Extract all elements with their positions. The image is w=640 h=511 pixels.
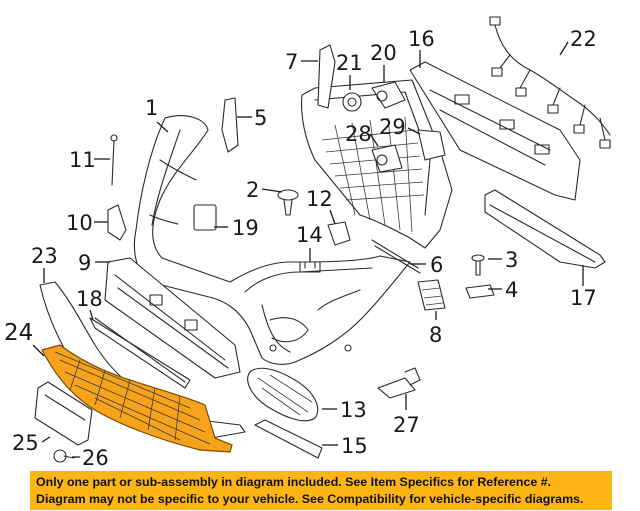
callout-29: 29 (379, 115, 406, 139)
callout-14: 14 (296, 223, 323, 247)
part-4-nut (465, 284, 495, 299)
callout-24: 24 (4, 320, 33, 346)
part-20-sensor (371, 81, 406, 109)
part-13-grille (247, 367, 319, 422)
part-26-screw (53, 449, 75, 463)
highlighted-part-24 (41, 344, 233, 453)
part-2-fastener (277, 189, 299, 216)
callout-7: 7 (285, 50, 298, 74)
part-15-trim (254, 419, 323, 459)
part-28-sensor (371, 144, 403, 173)
part-6-strip (371, 239, 421, 274)
part-10-clip (107, 204, 127, 241)
part-27-sensor (377, 367, 421, 399)
callout-26: 26 (82, 446, 109, 470)
part-14-clips (299, 261, 321, 273)
callout-28: 28 (345, 122, 372, 146)
callout-22: 22 (570, 27, 597, 51)
part-18-strip (89, 317, 191, 389)
callout-25: 25 (12, 431, 39, 455)
callout-19: 19 (232, 216, 259, 240)
part-9-absorber (104, 257, 241, 379)
part-7-bracket (317, 44, 336, 109)
part-21-ring (342, 92, 362, 112)
callout-5: 5 (254, 106, 267, 130)
callout-17: 17 (570, 286, 597, 310)
callout-10: 10 (66, 211, 93, 235)
callout-labels: 1 2 3 4 5 6 7 8 9 10 11 12 13 14 15 16 1… (4, 27, 597, 470)
callout-11: 11 (69, 148, 96, 172)
notice-line-2: Diagram may not be specific to your vehi… (36, 492, 584, 506)
part-3-bolt (471, 254, 485, 276)
callout-12: 12 (306, 187, 333, 211)
compatibility-notice: Only one part or sub-assembly in diagram… (30, 471, 612, 510)
callout-9: 9 (78, 251, 91, 275)
notice-line-1: Only one part or sub-assembly in diagram… (36, 475, 552, 489)
callout-6: 6 (430, 253, 443, 277)
part-8-grille-insert (417, 279, 446, 311)
callout-15: 15 (341, 434, 368, 458)
callout-20: 20 (370, 41, 397, 65)
callout-21: 21 (336, 51, 363, 75)
part-19-sensor (193, 204, 217, 231)
callout-4: 4 (505, 278, 518, 302)
callout-27: 27 (393, 413, 420, 437)
part-12-cover (327, 221, 351, 246)
callout-1: 1 (145, 96, 158, 120)
callout-23: 23 (31, 244, 58, 268)
callout-2: 2 (246, 178, 259, 202)
leader-lines (32, 41, 584, 458)
part-17-bracket (484, 189, 606, 269)
part-25-license-bracket (34, 381, 93, 446)
callout-3: 3 (505, 248, 518, 272)
part-24-lower-grille-highlight (41, 344, 233, 453)
part-22-wiring-harness (489, 16, 611, 149)
part-5-bracket (221, 97, 239, 153)
callout-18: 18 (76, 287, 103, 311)
callout-13: 13 (340, 398, 367, 422)
callout-8: 8 (429, 323, 442, 347)
callout-16: 16 (408, 27, 435, 51)
part-29-sensor-bracket (417, 129, 446, 161)
part-11-rod (110, 134, 118, 186)
